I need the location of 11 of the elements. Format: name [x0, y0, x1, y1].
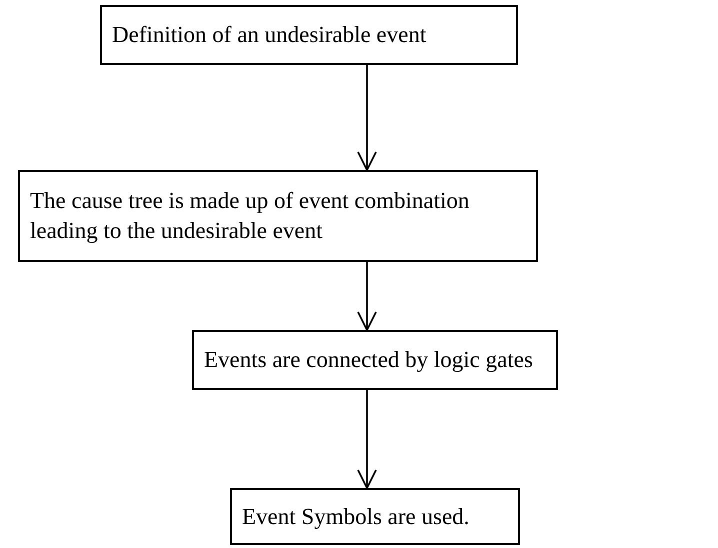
process-box — [100, 5, 518, 65]
process-box — [18, 170, 538, 262]
process-box — [192, 330, 558, 390]
box-text: Events are connected by logic gates — [204, 346, 533, 374]
box-text: Event Symbols are used. — [242, 502, 470, 531]
arrow — [357, 65, 377, 171]
process-box — [230, 488, 520, 545]
box-text: The cause tree is made up of event combination leading to the undesirable event — [30, 187, 470, 245]
arrow — [357, 390, 377, 489]
box-text: Definition of an undesirable event — [112, 21, 426, 50]
arrow — [357, 262, 377, 331]
